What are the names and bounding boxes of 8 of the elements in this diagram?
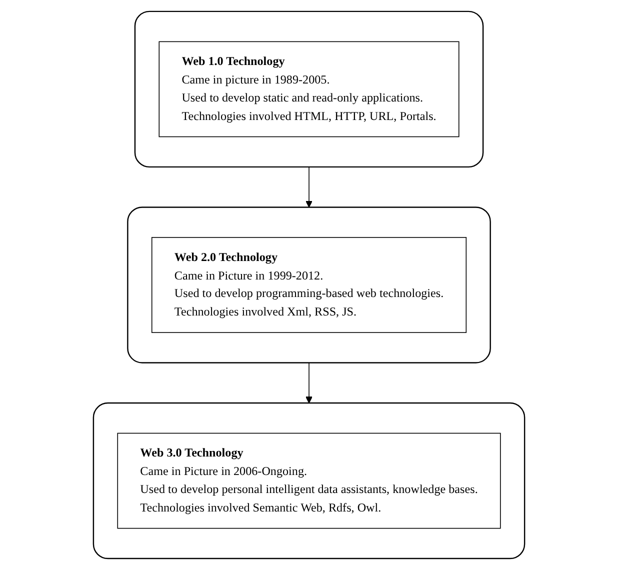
arrow [305, 362, 313, 403]
node-box: Web 3.0 Technology Came in Picture in 2006-Ongoing. Used to develop personal intelligent data assistants, knowledge bases. Technologies involved Semantic Web, Rdfs, Owl. [117, 432, 501, 528]
cluster [127, 206, 491, 363]
node-box: Web 2.0 Technology Came in Picture in 1999-2012. Used to develop programming-based web technologies. Technologies involved Xml, RSS, JS. [151, 236, 467, 332]
arrow [305, 166, 313, 208]
cluster [92, 402, 526, 559]
cluster [134, 10, 484, 168]
node-box: Web 1.0 Technology Came in picture in 1989-2005. Used to develop static and read-only applications. Technologies involved HTML, HTTP, URL, Portals. [158, 40, 460, 137]
